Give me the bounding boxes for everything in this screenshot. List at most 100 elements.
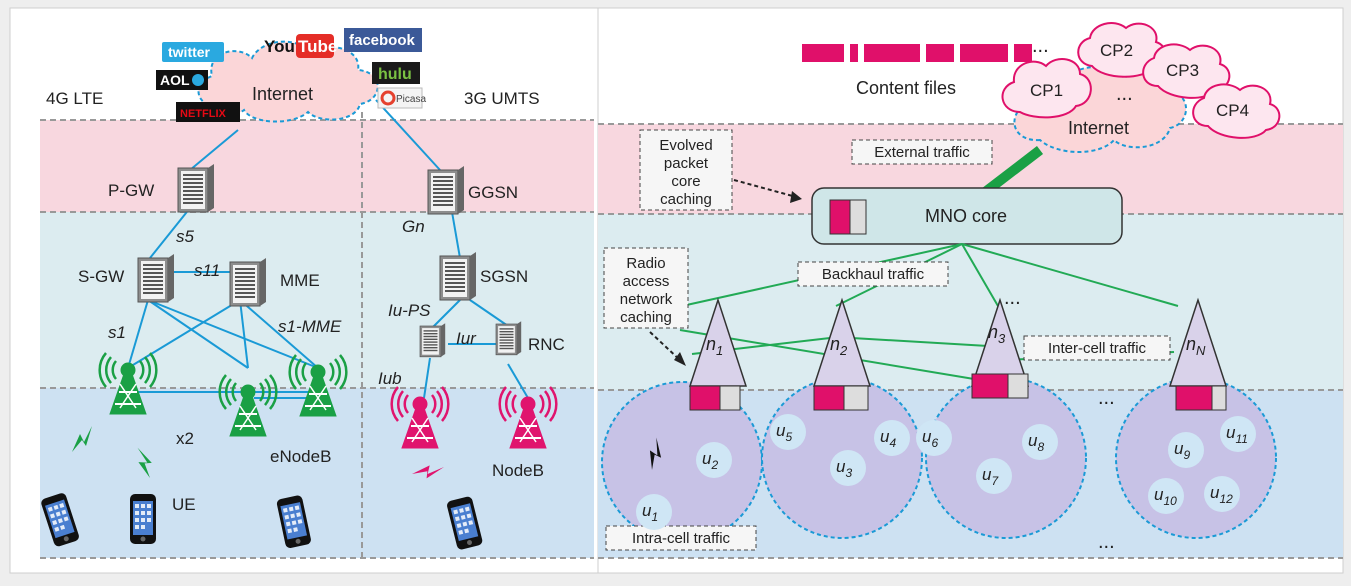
user-label-5: u5 bbox=[776, 421, 792, 444]
external-traffic-box: External traffic bbox=[851, 139, 993, 165]
svg-text:facebook: facebook bbox=[349, 32, 416, 49]
user-label-2: u2 bbox=[702, 449, 718, 472]
svg-text:NETFLIX: NETFLIX bbox=[180, 108, 226, 120]
internet-label-right: Internet bbox=[1068, 118, 1129, 138]
user-node-12 bbox=[1204, 476, 1240, 512]
netflix-logo: NETFLIX bbox=[176, 102, 240, 122]
user-node-3 bbox=[830, 450, 866, 486]
pgw-server-icon bbox=[177, 163, 215, 213]
user-label-1: u1 bbox=[642, 501, 658, 524]
file-dots: ... bbox=[1032, 35, 1049, 57]
user-node-2 bbox=[696, 442, 732, 478]
user-label-6: u6 bbox=[922, 427, 938, 450]
ggsn-label: GGSN bbox=[468, 183, 518, 202]
user-node-5 bbox=[770, 414, 806, 450]
svg-text:twitter: twitter bbox=[168, 44, 211, 60]
aol-logo: AOL bbox=[156, 70, 208, 90]
bs-label-3: n3 bbox=[988, 322, 1006, 346]
user-node-11 bbox=[1220, 416, 1256, 452]
cp-dots: ... bbox=[1116, 83, 1133, 105]
epc-caching-line-3: core bbox=[671, 173, 700, 190]
ran-caching-line-4: caching bbox=[620, 309, 672, 326]
intercell-traffic-box: Inter-cell traffic bbox=[1023, 335, 1171, 361]
ran-caching-line-1: Radio bbox=[626, 255, 665, 272]
label-3g-umts: 3G UMTS bbox=[464, 89, 540, 108]
svg-text:AOL: AOL bbox=[160, 72, 190, 88]
user-label-4: u4 bbox=[880, 427, 896, 450]
ggsn-server-icon bbox=[427, 165, 465, 215]
ran-caching-line-3: network bbox=[620, 291, 673, 308]
left-panel: 4G LTE 3G UMTS Internet bbox=[9, 7, 603, 574]
user-node-1 bbox=[636, 494, 672, 530]
epc-caching-line-4: caching bbox=[660, 191, 712, 208]
twitter-logo: twitter bbox=[162, 42, 224, 62]
sgsn-server-icon bbox=[439, 251, 477, 301]
iur-label: Iur bbox=[456, 329, 477, 348]
user-label-3: u3 bbox=[836, 457, 852, 480]
epc-caching-line-2: packet bbox=[664, 155, 709, 172]
user-node-7 bbox=[976, 458, 1012, 494]
user-node-10 bbox=[1148, 478, 1184, 514]
iu-ps-label: Iu-PS bbox=[388, 301, 431, 320]
mno-core: MNO core bbox=[811, 187, 1123, 245]
cp-clouds bbox=[1001, 22, 1281, 139]
cell-dots-bottom: ... bbox=[1098, 531, 1115, 553]
base-station-triangles bbox=[688, 297, 1228, 387]
rnc-label: RNC bbox=[528, 335, 565, 354]
x2-label: x2 bbox=[176, 429, 194, 448]
rnc-left-server-icon bbox=[419, 322, 446, 358]
cp4-cloud bbox=[1192, 83, 1281, 139]
left-links bbox=[127, 99, 529, 399]
user-label-8: u8 bbox=[1028, 431, 1044, 454]
cell-dots-top: ... bbox=[1098, 387, 1115, 409]
label-4g-lte: 4G LTE bbox=[46, 89, 103, 108]
content-file-blocks bbox=[802, 44, 1032, 62]
intracell-traffic-box: Intra-cell traffic bbox=[605, 525, 757, 551]
mme-label: MME bbox=[280, 271, 320, 290]
bs-dots: ... bbox=[1004, 287, 1021, 309]
mme-server-icon bbox=[229, 257, 267, 307]
user-label-12: u12 bbox=[1210, 483, 1233, 506]
backhaul-traffic-box: Backhaul traffic bbox=[797, 261, 949, 287]
svg-text:Tube: Tube bbox=[298, 37, 337, 56]
rnc-right-server-icon bbox=[495, 320, 522, 356]
svg-text:You: You bbox=[264, 37, 295, 56]
cp1-label: CP1 bbox=[1030, 81, 1063, 100]
iub-label: Iub bbox=[378, 369, 402, 388]
user-node-4 bbox=[874, 420, 910, 456]
ran-caching-line-2: access bbox=[623, 273, 670, 290]
svg-text:Inter-cell traffic: Inter-cell traffic bbox=[1048, 340, 1147, 357]
picasa-logo: Picasa bbox=[377, 87, 426, 109]
facebook-logo: facebook bbox=[344, 28, 422, 52]
svg-text:Intra-cell traffic: Intra-cell traffic bbox=[632, 530, 731, 547]
bs-caches bbox=[689, 373, 1227, 411]
s11-label: s11 bbox=[194, 261, 220, 280]
epc-caching-line-1: Evolved bbox=[659, 137, 712, 154]
youtube-logo: You Tube bbox=[264, 34, 337, 58]
left-core-band bbox=[40, 120, 594, 212]
mno-core-label: MNO core bbox=[925, 206, 1007, 226]
cp4-label: CP4 bbox=[1216, 101, 1249, 120]
enodeb-label: eNodeB bbox=[270, 447, 331, 466]
sgw-label: S-GW bbox=[78, 267, 124, 286]
user-label-7: u7 bbox=[982, 465, 999, 488]
bs-label-4: nN bbox=[1186, 334, 1206, 358]
user-node-9 bbox=[1168, 432, 1204, 468]
user-label-9: u9 bbox=[1174, 439, 1190, 462]
user-node-6 bbox=[916, 420, 952, 456]
right-panel: ... Content files Internet CP1 CP2 CP3 C… bbox=[597, 7, 1344, 574]
content-files-label: Content files bbox=[856, 78, 956, 98]
svg-text:External traffic: External traffic bbox=[874, 144, 970, 161]
bs-label-1: n1 bbox=[706, 334, 723, 358]
epc-caching-box: Evolved packet core caching bbox=[639, 129, 733, 211]
ran-caching-box: Radio access network caching bbox=[603, 247, 689, 329]
s1-label: s1 bbox=[108, 323, 126, 342]
left-mid-band bbox=[40, 212, 594, 388]
svg-text:Backhaul traffic: Backhaul traffic bbox=[822, 266, 925, 283]
s1-mme-label: s1-MME bbox=[278, 317, 342, 336]
cell-3 bbox=[925, 377, 1087, 539]
sgw-server-icon bbox=[137, 253, 175, 303]
user-label-11: u11 bbox=[1226, 423, 1248, 446]
